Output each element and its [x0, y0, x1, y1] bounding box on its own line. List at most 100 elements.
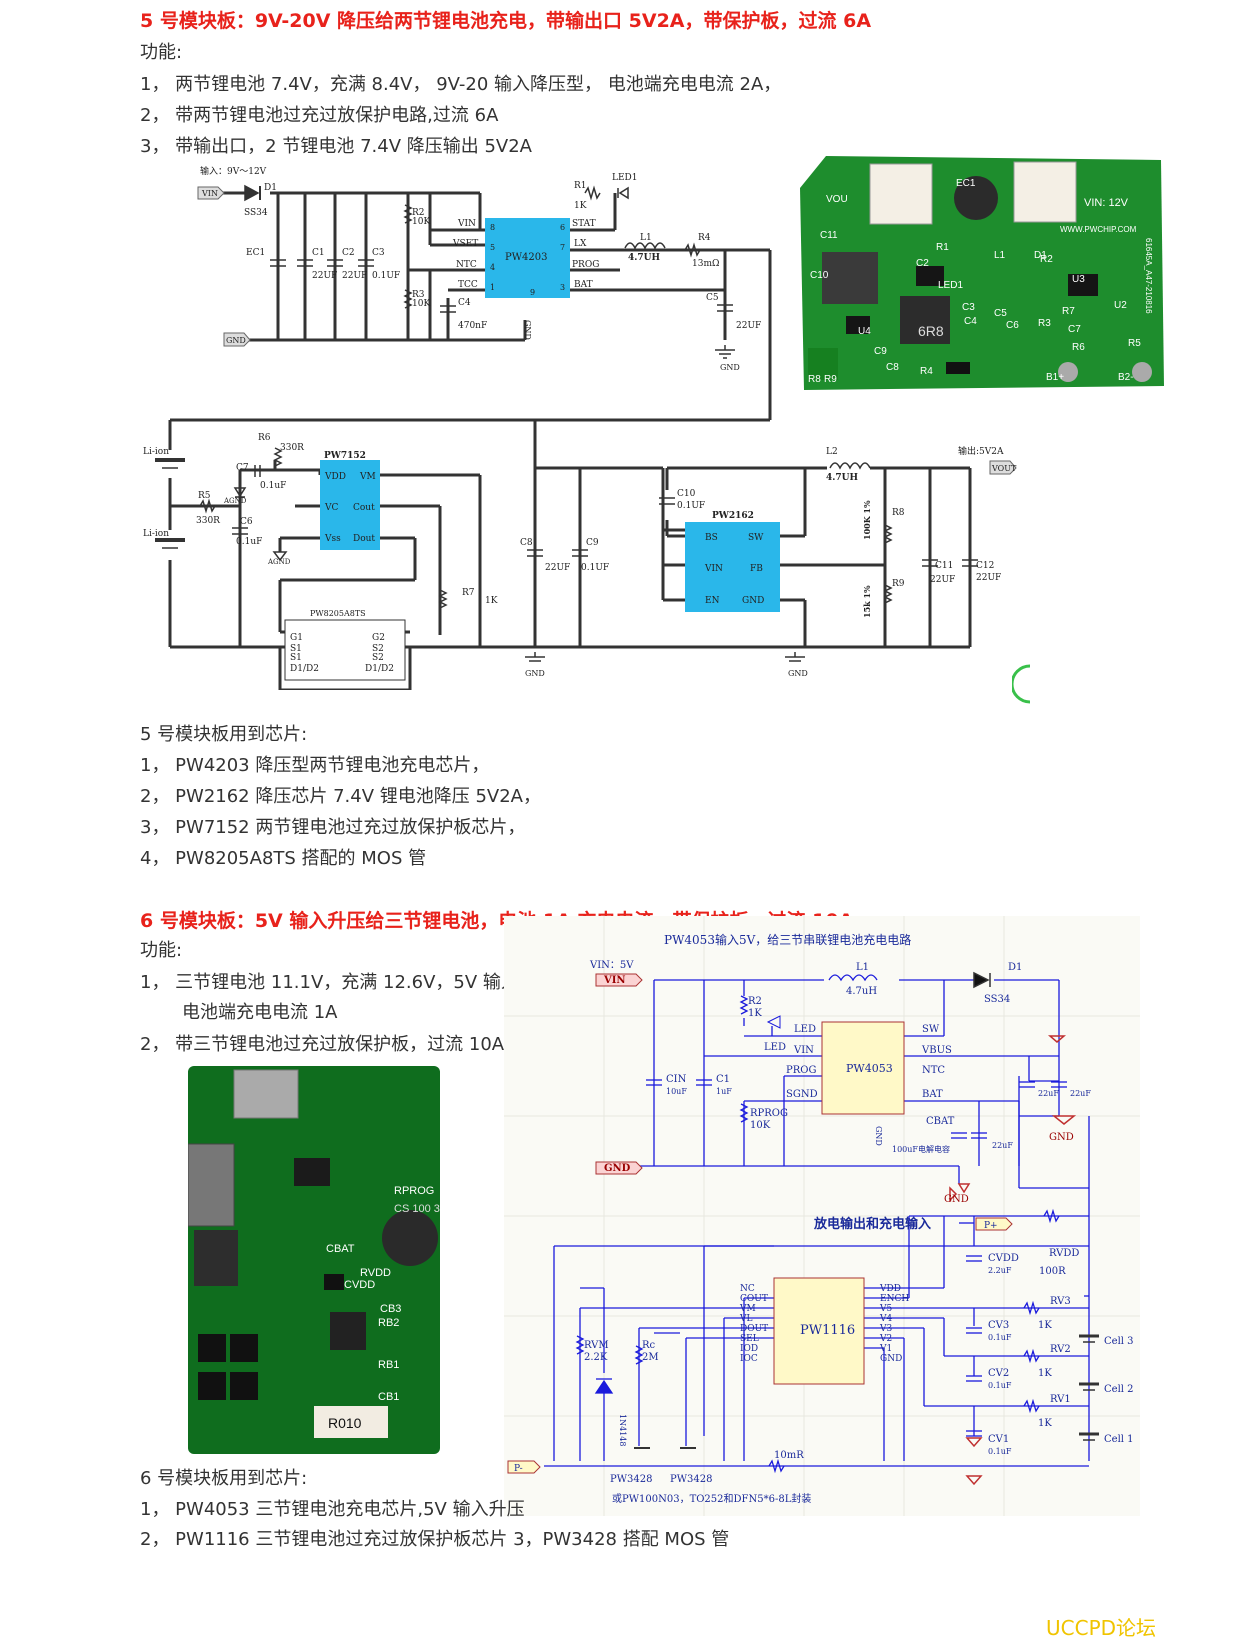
pcb5-vout: VOU	[826, 194, 848, 205]
section5-item: 3， 带输出口，2 节锂电池 7.4V 降压输出 5V2A	[140, 136, 532, 157]
sch5-pin-num: 8	[490, 223, 495, 232]
sch5-gnd: GND	[788, 669, 808, 678]
sch6-c22a: 22uF	[1038, 1089, 1059, 1098]
sch5-pin-num: 5	[490, 243, 495, 252]
sch5-agnd: AGND	[223, 497, 247, 505]
sch5-g2: G2	[372, 633, 385, 643]
sch5-dout: Dout	[353, 534, 375, 544]
sch5-ss34: SS34	[244, 208, 268, 218]
pcb5-code: 61645A_A47-210816	[1144, 238, 1153, 314]
pcb5-b2: B2-	[1118, 372, 1134, 383]
section6-item-cont: 电池端充电电流 1A	[182, 1002, 338, 1023]
sch5-pin-num: 3	[560, 283, 565, 292]
pcb5-part: U4	[858, 326, 871, 337]
sch5-r4: R4	[698, 233, 711, 243]
sch6-cvddv: 2.2uF	[988, 1266, 1012, 1275]
sch5-r5v: 330R	[196, 516, 220, 526]
sch5-r5: R5	[198, 491, 211, 501]
sch6-cv2: CV2	[988, 1368, 1009, 1379]
sch6-c22: 22uF	[992, 1141, 1013, 1150]
schematic-module6: PW4053输入5V，给三节串联锂电池充电电路 VIN：5V VIN GND L…	[504, 916, 1140, 1516]
sch5-pin-gnd: GND	[523, 320, 532, 340]
sch6-rcv: 2M	[642, 1352, 659, 1363]
sch5-out-note: 输出:5V2A	[958, 445, 1004, 457]
section6-item: 1， 三节锂电池 11.1V，充满 12.6V，5V 输入	[140, 972, 519, 993]
sch6-pin: VDD	[879, 1284, 901, 1294]
pcb5-part: R7	[1062, 306, 1075, 317]
pcb5-part: EC1	[956, 178, 976, 189]
sch5-r2: R2	[412, 208, 425, 218]
sch5-c11v: 22UF	[930, 575, 955, 585]
sch5-r7v: 1K	[485, 596, 498, 606]
section6-chip-item: 1， PW4053 三节锂电池充电芯片,5V 输入升压	[140, 1499, 525, 1520]
sch6-chip: PW4053	[846, 1062, 893, 1075]
pcb5-part: C4	[964, 316, 977, 327]
sch6-pin: SEL	[740, 1334, 759, 1344]
sch6-led: LED	[764, 1042, 786, 1053]
pcb5-part: R1	[936, 242, 949, 253]
sch5-pin-stat: STAT	[572, 219, 596, 229]
sch6-cvdd: CVDD	[988, 1253, 1019, 1264]
sch5-c5v: 22UF	[736, 321, 761, 331]
sch6-pin-vin: VIN	[793, 1045, 814, 1056]
sch6-d1: D1	[1008, 962, 1022, 973]
sch5-s2: S2	[372, 653, 384, 663]
sch5-vdd: VDD	[324, 472, 346, 482]
sch5-gnd: GND	[525, 669, 545, 678]
sch5-c2: C2	[342, 248, 355, 258]
section5-item: 1， 两节锂电池 7.4V，充满 8.4V， 9V-20 输入降压型， 电池端充…	[140, 74, 782, 95]
sch6-rprogv: 10K	[750, 1120, 771, 1131]
pcb5-part: C11	[820, 230, 838, 241]
pcb6-cap-label: CS 100 35V	[394, 1203, 440, 1215]
sch5-agnd: AGND	[267, 558, 291, 566]
pcb5-inductor-label: 6R8	[918, 323, 944, 339]
sch5-c2v: 22UF	[342, 271, 367, 281]
sch5-pin-tcc: TCC	[458, 280, 478, 290]
sch6-q2: PW3428	[670, 1474, 712, 1485]
sch5-r3: R3	[412, 290, 425, 300]
pcb-photo-module6: CS 100 35V RPROG CBAT RVDD CVDD CB3 RB2 …	[188, 1066, 440, 1454]
sch5-c10v: 0.1UF	[677, 501, 705, 511]
sch6-cv3: CV3	[988, 1320, 1009, 1331]
pcb5-part: C10	[810, 270, 829, 281]
pcb6-cb3: CB3	[380, 1303, 401, 1315]
pcb5-part: C5	[994, 308, 1007, 319]
sch6-pin: IOC	[740, 1354, 758, 1364]
sch6-pin: IOD	[740, 1344, 758, 1354]
sch5-s1: S1	[290, 653, 302, 663]
decorative-ring	[1012, 664, 1031, 704]
sch6-cbat: CBAT	[926, 1116, 955, 1127]
sch5-r9: R9	[892, 579, 905, 589]
pcb5-part: C2	[916, 258, 929, 269]
sch6-pin-sw: SW	[922, 1024, 940, 1035]
pcb5-part: C3	[962, 302, 975, 313]
sch6-rvv: 1K	[1038, 1418, 1052, 1429]
sch5-r2v: 10K	[412, 217, 430, 227]
sch6-rvmv: 2.2K	[584, 1352, 608, 1363]
sch6-pin-led: LED	[794, 1024, 816, 1035]
sch6-cvv: 0.1uF	[988, 1333, 1012, 1342]
sch5-gnd: GND	[720, 363, 740, 372]
sch6-cin: CIN	[666, 1074, 687, 1085]
pcb6-resistor-label: R010	[328, 1415, 362, 1431]
sch6-c1v: 1uF	[716, 1087, 732, 1096]
sch5-l1: L1	[640, 233, 652, 243]
sch5-en: EN	[705, 596, 720, 606]
pcb6-rvdd: RVDD	[360, 1267, 391, 1279]
sch5-pin-num: 1	[490, 283, 495, 292]
sch5-c5: C5	[706, 293, 719, 303]
sch6-l1v: 4.7uH	[846, 986, 877, 997]
sch6-c22b: 22uF	[1070, 1089, 1091, 1098]
sch6-rvm: RVM	[584, 1340, 609, 1351]
section6-chips-title: 6 号模块板用到芯片:	[140, 1468, 308, 1489]
sch5-s2: S2	[372, 644, 384, 654]
sch5-sw: SW	[748, 533, 764, 543]
sch5-pin-prog: PROG	[572, 260, 599, 270]
sch6-r2v: 1K	[748, 1008, 762, 1019]
section6-chip-item: 2， PW1116 三节锂电池过充过放保护板芯片 3，PW3428 搭配 MOS…	[140, 1529, 730, 1550]
pcb6-rprog: RPROG	[394, 1185, 434, 1197]
sch6-gnd-sym: GND	[1049, 1132, 1074, 1143]
sch6-pin-sgnd: SGND	[786, 1089, 818, 1100]
sch6-cinv: 10uF	[666, 1087, 687, 1096]
sch5-pw2162: PW2162	[712, 511, 754, 521]
